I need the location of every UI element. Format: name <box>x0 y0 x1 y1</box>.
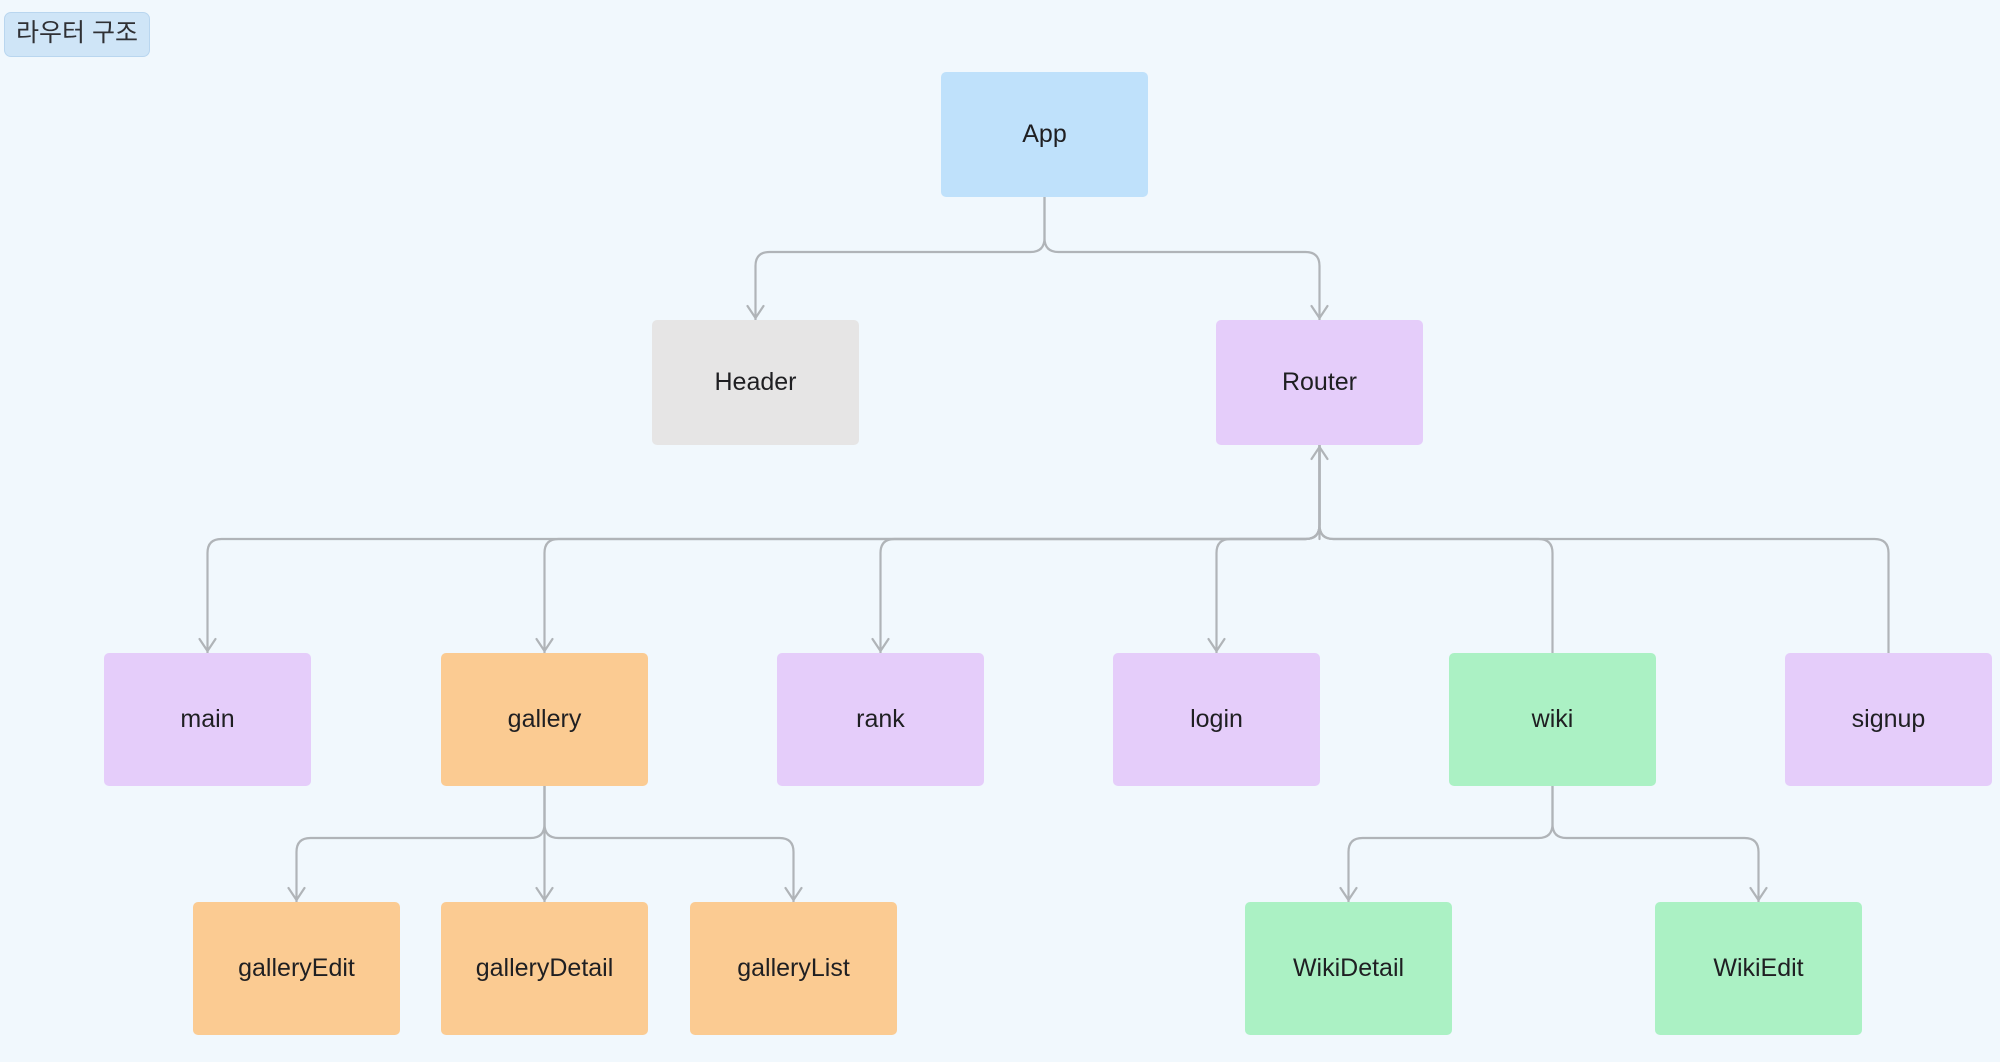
node-label-WikiEdit: WikiEdit <box>1713 953 1804 982</box>
arrowhead-WikiEdit <box>1749 886 1768 902</box>
edge-router-to-signup <box>1318 443 1890 655</box>
arrowhead-rank <box>871 637 890 653</box>
node-label-WikiDetail: WikiDetail <box>1292 953 1405 982</box>
node-main[interactable]: main <box>104 653 311 786</box>
node-label-rank: rank <box>856 704 905 733</box>
node-label-main: main <box>180 704 235 733</box>
node-label-signup: signup <box>1851 704 1926 733</box>
arrowhead-galleryDetail <box>535 886 554 902</box>
edge-router-to-gallery <box>543 443 1321 655</box>
node-rank[interactable]: rank <box>777 653 984 786</box>
node-gallery[interactable]: gallery <box>441 653 648 786</box>
node-label-gallery: gallery <box>507 704 582 733</box>
edge-router-to-main <box>206 443 1321 655</box>
edge-router-to-rank <box>879 443 1321 655</box>
edge-wiki-to-WikiDetail <box>1347 784 1554 904</box>
edge-gallery-to-galleryList <box>543 784 795 904</box>
arrowhead-main <box>198 637 217 653</box>
node-label-app: App <box>1022 119 1067 148</box>
arrowhead-gallery <box>535 637 554 653</box>
node-signup[interactable]: signup <box>1785 653 1992 786</box>
node-galleryList[interactable]: galleryList <box>690 902 897 1035</box>
node-app[interactable]: App <box>941 72 1148 197</box>
arrowhead-router <box>1310 304 1329 320</box>
node-label-wiki: wiki <box>1531 704 1574 733</box>
node-label-galleryEdit: galleryEdit <box>238 953 355 982</box>
edge-app-to-header <box>754 195 1046 322</box>
node-label-galleryList: galleryList <box>737 953 850 982</box>
node-WikiDetail[interactable]: WikiDetail <box>1245 902 1452 1035</box>
arrowhead-router-up <box>1310 445 1329 461</box>
node-WikiEdit[interactable]: WikiEdit <box>1655 902 1862 1035</box>
edge-router-to-login <box>1215 443 1321 655</box>
edge-app-to-router <box>1043 195 1321 322</box>
node-router[interactable]: Router <box>1216 320 1423 445</box>
node-label-header: Header <box>714 367 797 396</box>
node-label-router: Router <box>1281 367 1358 396</box>
arrowhead-header <box>746 304 765 320</box>
arrowhead-login <box>1207 637 1226 653</box>
diagram-title-badge: 라우터 구조 <box>4 12 150 57</box>
edge-gallery-to-galleryEdit <box>295 784 546 904</box>
node-header[interactable]: Header <box>652 320 859 445</box>
arrowhead-galleryEdit <box>287 886 306 902</box>
node-login[interactable]: login <box>1113 653 1320 786</box>
node-galleryDetail[interactable]: galleryDetail <box>441 902 648 1035</box>
node-wiki[interactable]: wiki <box>1449 653 1656 786</box>
node-galleryEdit[interactable]: galleryEdit <box>193 902 400 1035</box>
node-label-galleryDetail: galleryDetail <box>475 953 614 982</box>
node-label-login: login <box>1190 704 1243 733</box>
edge-router-to-wiki <box>1318 443 1554 655</box>
arrowhead-galleryList <box>784 886 803 902</box>
arrowhead-WikiDetail <box>1339 886 1358 902</box>
edge-wiki-to-WikiEdit <box>1551 784 1760 904</box>
